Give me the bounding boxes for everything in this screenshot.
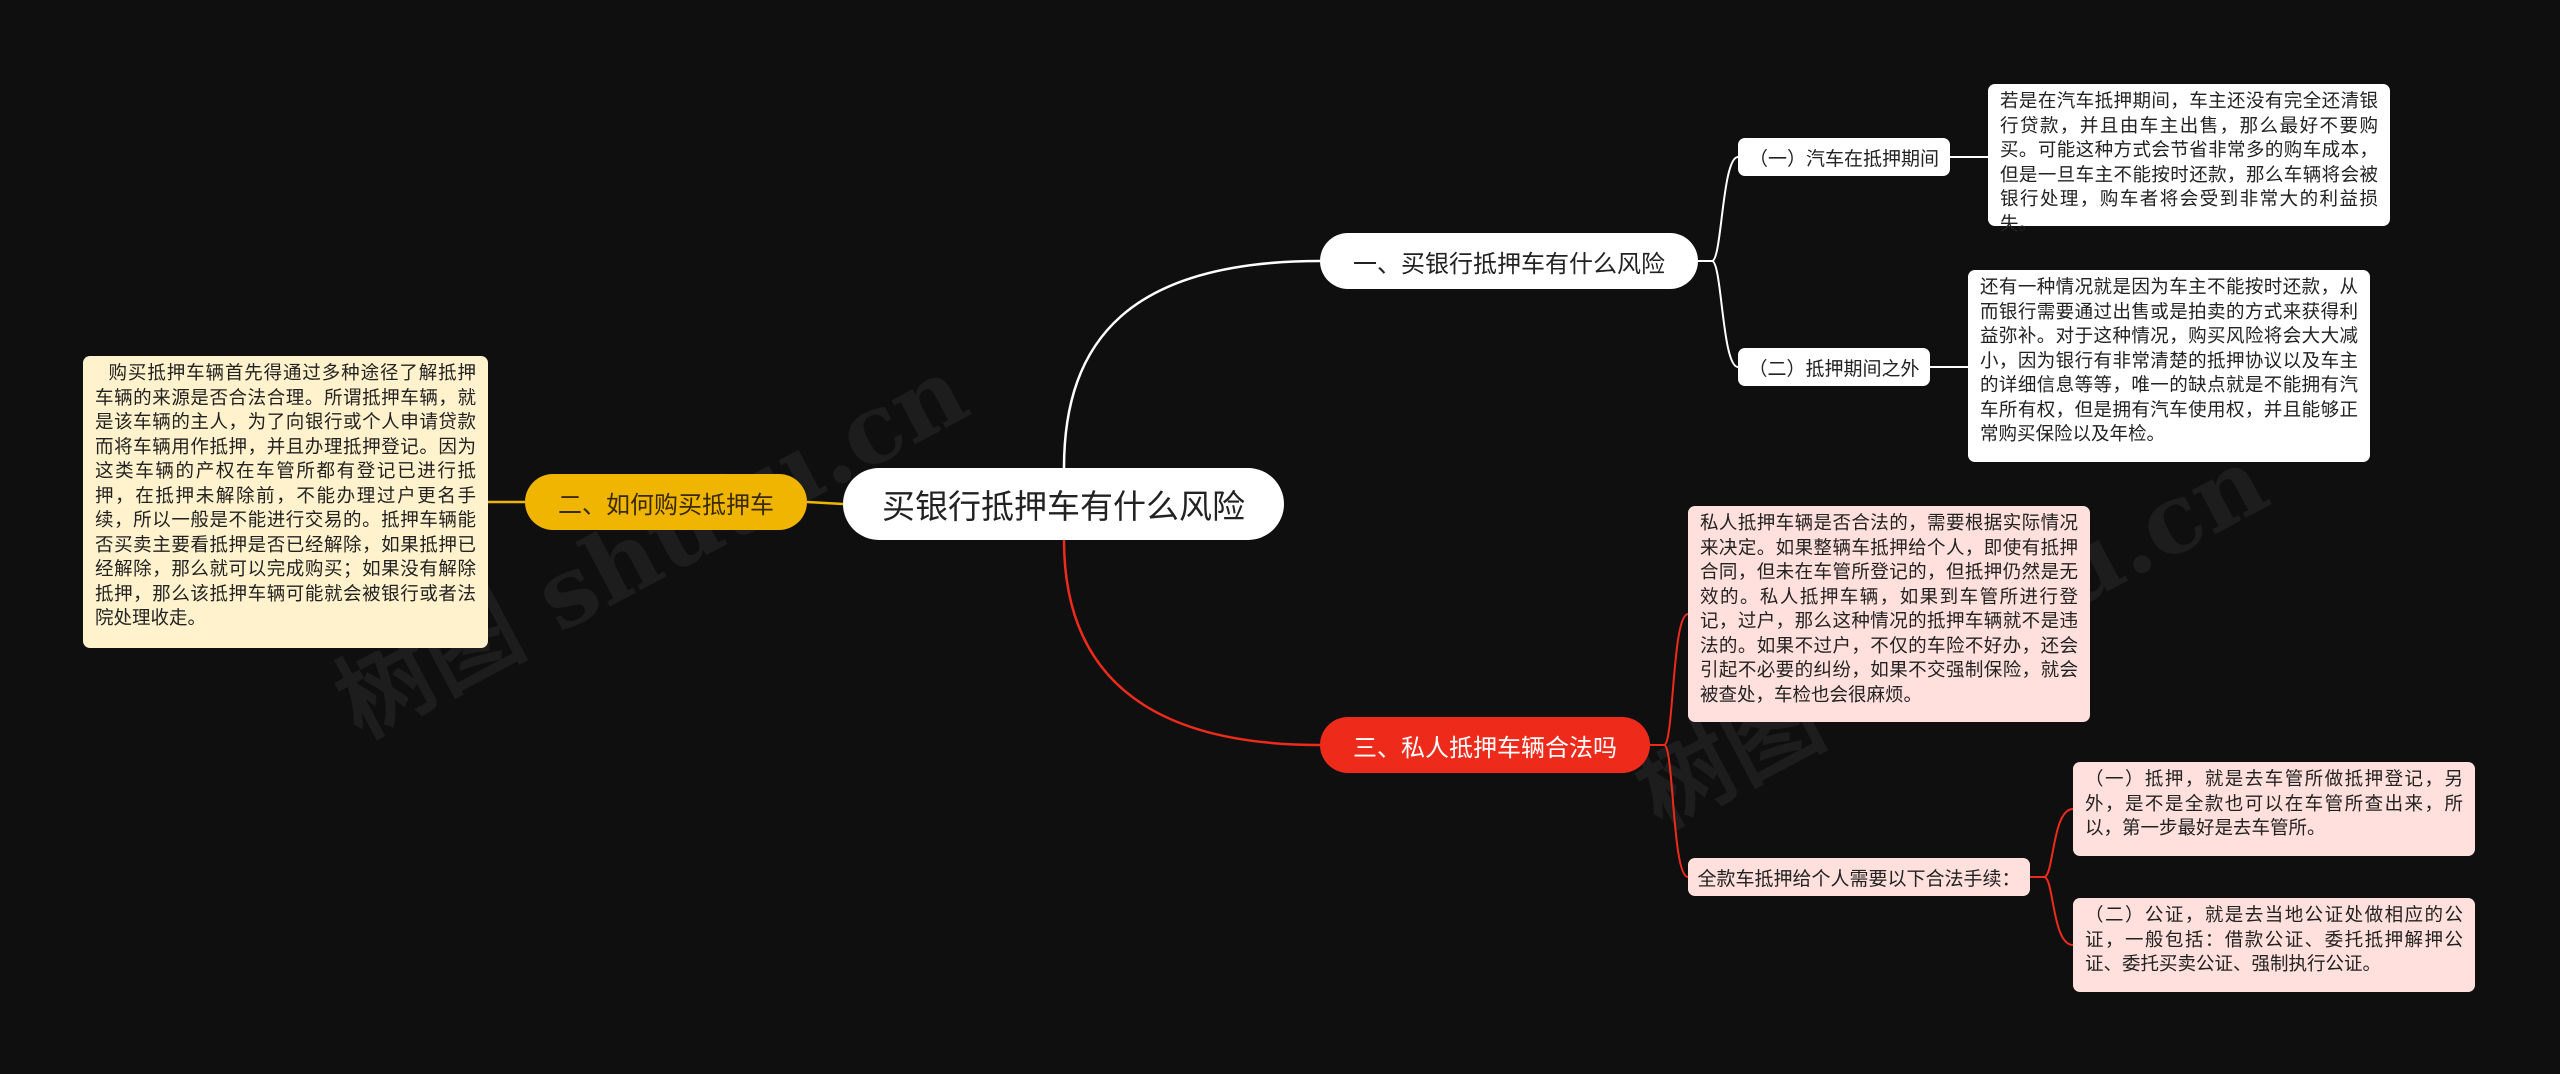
note-how-to-buy[interactable]: 购买抵押车辆首先得通过多种途径了解抵押车辆的来源是否合法合理。所谓抵押车辆，就是…: [83, 356, 488, 648]
link-root-branch2: [806, 500, 844, 506]
link-root-branch1: [1062, 259, 1321, 469]
topic-outside-mortgage[interactable]: （二）抵押期间之外: [1738, 348, 1930, 386]
note-procedure-notary[interactable]: （二）公证，就是去当地公证处做相应的公证，一般包括：借款公证、委托抵押解押公证、…: [2073, 898, 2475, 992]
branch-risk[interactable]: 一、买银行抵押车有什么风险: [1320, 233, 1698, 289]
branch-how-to-buy[interactable]: 二、如何购买抵押车: [525, 474, 807, 530]
link-branch1-sub1: [1698, 156, 1739, 262]
link-branch3-sub: [1663, 744, 1689, 878]
note-legality[interactable]: 私人抵押车辆是否合法的，需要根据实际情况来决定。如果整辆车抵押给个人，即使有抵押…: [1688, 506, 2090, 722]
link-branch1-sub2: [1711, 260, 1739, 368]
link-branch3-leaf: [1650, 613, 1689, 746]
topic-legal-procedures[interactable]: 全款车抵押给个人需要以下合法手续：: [1688, 858, 2030, 896]
link-root-branch3: [1062, 539, 1321, 747]
root-topic[interactable]: 买银行抵押车有什么风险: [843, 468, 1284, 540]
note-procedure-mortgage[interactable]: （一）抵押，就是去车管所做抵押登记，另外，是不是全款也可以在车管所查出来，所以，…: [2073, 762, 2475, 856]
note-during-mortgage[interactable]: 若是在汽车抵押期间，车主还没有完全还清银行贷款，并且由车主出售，那么最好不要购买…: [1988, 84, 2390, 235]
link-sub3-item1: [2030, 808, 2074, 878]
link-sub3-item2: [2043, 876, 2074, 946]
topic-during-mortgage[interactable]: （一）汽车在抵押期间: [1738, 138, 1950, 176]
branch-legality[interactable]: 三、私人抵押车辆合法吗: [1320, 717, 1650, 773]
note-outside-mortgage[interactable]: 还有一种情况就是因为车主不能按时还款，从而银行需要通过出售或是拍卖的方式来获得利…: [1968, 270, 2370, 462]
